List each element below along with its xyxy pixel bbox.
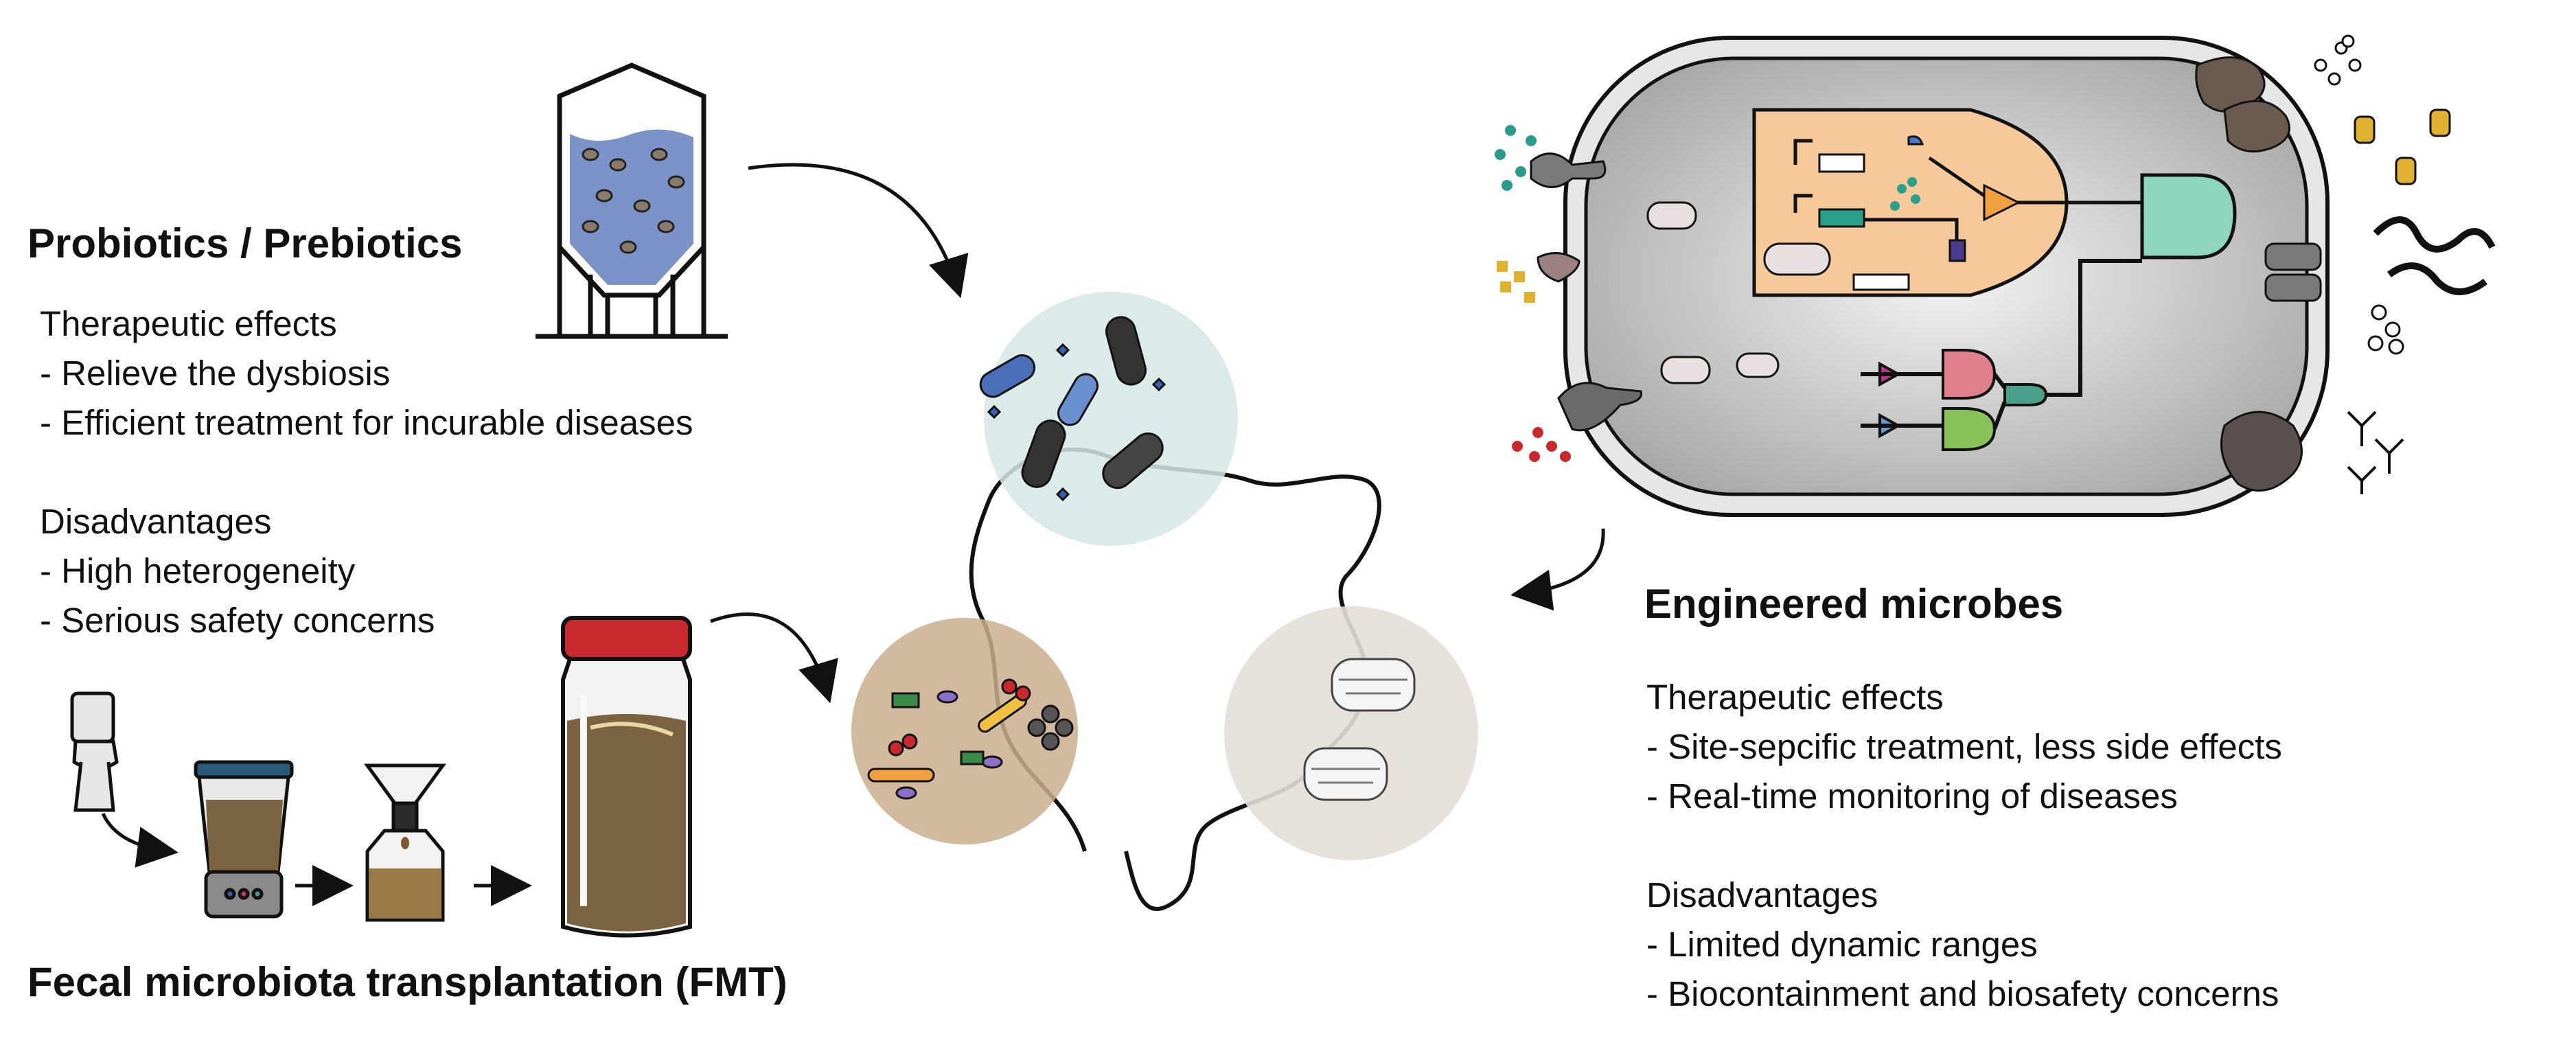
probiotics-disadvantage-item: - High heterogeneity — [40, 551, 356, 590]
arrow-jar-to-gut — [710, 612, 838, 704]
probiotics-effect-item: - Efficient treatment for incurable dise… — [40, 403, 693, 442]
engineered-disadvantage-item: - Limited dynamic ranges — [1646, 925, 2038, 964]
engineered-microbes-icon — [1303, 658, 1416, 801]
probiotics-effects-heading: Therapeutic effects — [40, 304, 337, 343]
membrane-receptors-icon — [1530, 152, 1780, 432]
secreted-outputs-icon — [2195, 34, 2496, 494]
engineered-bubble — [1224, 606, 1478, 860]
engineered-disadvantage-item: - Biocontainment and biosafety concerns — [1646, 974, 2279, 1013]
and-gate-output-icon — [2087, 173, 2237, 260]
arrow-toilet-to-blender — [101, 812, 179, 868]
probiotic-silo-icon — [536, 62, 728, 339]
fmt-jar-icon — [561, 616, 692, 938]
blender-icon — [194, 760, 294, 919]
genetic-circuit-panel — [1752, 108, 2142, 297]
logic-gates-icon — [1861, 259, 2142, 451]
engineered-effect-item: - Real-time monitoring of diseases — [1646, 776, 2178, 816]
input-signal-molecules-icon — [1495, 125, 1571, 462]
fmt-microbes-icon — [867, 678, 1074, 800]
engineered-title: Engineered microbes — [1644, 581, 2064, 627]
engineered-effects-heading: Therapeutic effects — [1646, 678, 1944, 717]
probiotics-disadvantages-heading: Disadvantages — [40, 502, 272, 541]
engineered-disadvantages-heading: Disadvantages — [1646, 875, 1878, 914]
filter-bottle-icon — [364, 763, 446, 922]
probiotics-disadvantage-item: - Serious safety concerns — [40, 601, 435, 640]
toilet-icon — [70, 691, 119, 812]
fmt-title: Fecal microbiota transplantation (FMT) — [27, 959, 787, 1005]
arrow-silo-to-gut — [748, 163, 969, 299]
engineered-effect-item: - Site-sepcific treatment, less side eff… — [1646, 727, 2282, 766]
probiotic-bacteria-icon — [979, 316, 1166, 502]
probiotics-title: Probiotics / Prebiotics — [27, 220, 463, 266]
arrow-cell-to-gut — [1510, 528, 1605, 611]
probiotics-effect-item: - Relieve the dysbiosis — [40, 354, 391, 393]
